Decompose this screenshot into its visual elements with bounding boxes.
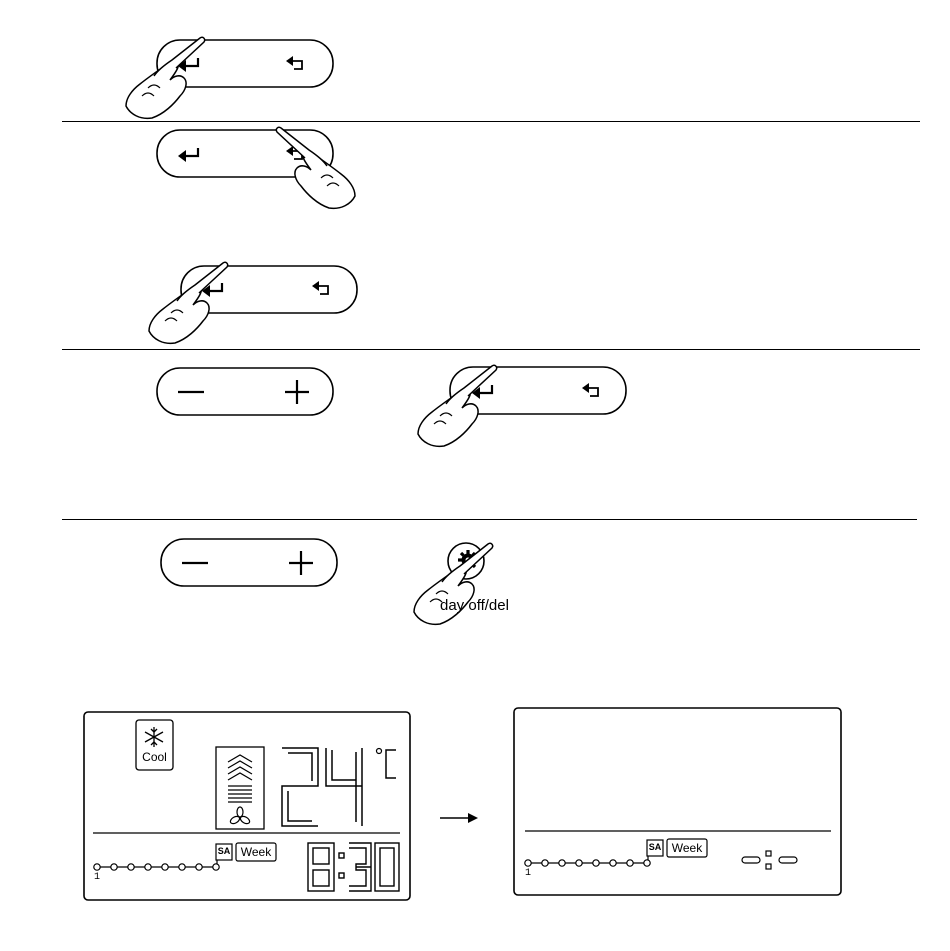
lcd-display-after (514, 708, 841, 895)
week-label: Week (236, 845, 276, 859)
function-key-label: day off/del (440, 597, 509, 614)
day-tag: SA (647, 842, 663, 852)
week-label: Week (667, 841, 707, 855)
right-arrow-icon (440, 813, 478, 823)
timeline-start: 1 (94, 872, 100, 883)
timeline-start: 1 (525, 868, 531, 879)
day-tag: SA (216, 846, 232, 856)
mode-label: Cool (139, 750, 170, 764)
